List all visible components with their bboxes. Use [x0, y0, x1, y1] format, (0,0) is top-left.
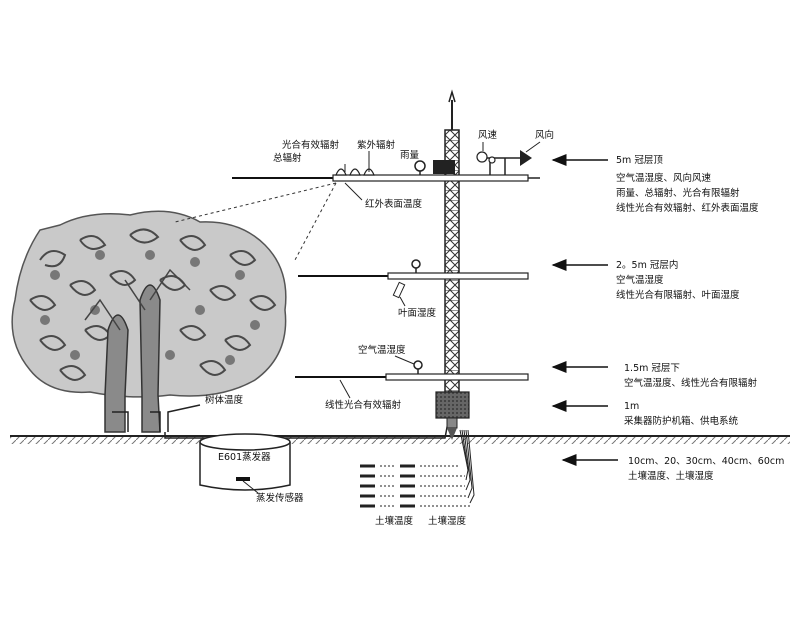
soil-level-description: 10cm、20、30cm、40cm、60cm 土壤温度、土壤湿度 [628, 456, 784, 482]
soil-level-line: 土壤温度、土壤湿度 [628, 470, 714, 482]
level-2-5m-line: 线性光合有限辐射、叶面湿度 [616, 289, 740, 301]
leaf-wetness-label: 叶面湿度 [398, 307, 437, 319]
trunk-temp-label: 树体温度 [205, 394, 244, 406]
level-2-5m-title: 2。5m 冠层内 [616, 259, 678, 271]
ir-surface-label: 红外表面温度 [365, 198, 423, 210]
level-5m-line: 空气温湿度、风向风速 [616, 172, 712, 184]
evap-sensor-label: 蒸发传感器 [256, 492, 304, 504]
level-1-5m-title: 1.5m 冠层下 [624, 363, 680, 374]
evaporator-label: E601蒸发器 [218, 451, 271, 463]
evaporator-pan [199, 433, 291, 491]
level-5m-description: 5m 冠层顶 空气温湿度、风向风速 雨量、总辐射、光合有限辐射 线性光合有效辐射… [616, 155, 759, 214]
level-1-5m-line: 空气温湿度、线性光合有限辐射 [624, 377, 758, 389]
level-1m-title: 1m [624, 401, 639, 412]
crossarm-1-5m [295, 360, 529, 381]
soil-sensor-cables [459, 429, 475, 504]
soil-level-title: 10cm、20、30cm、40cm、60cm [628, 456, 784, 467]
ground-line [10, 435, 790, 444]
wind-dir-label: 风向 [535, 129, 554, 141]
total-rad-label: 总辐射 [273, 152, 302, 164]
crossarm-2-5m [298, 259, 529, 299]
soil-probes [360, 464, 470, 508]
level-1m-description: 1m 采集器防护机箱、供电系统 [624, 401, 739, 427]
level-1-5m-description: 1.5m 冠层下 空气温湿度、线性光合有限辐射 [624, 363, 758, 389]
level-2-5m-line: 空气温湿度 [616, 274, 664, 286]
ground-cable [164, 421, 449, 439]
level-5m-line: 雨量、总辐射、光合有限辐射 [616, 187, 740, 199]
level-2-5m-description: 2。5m 冠层内 空气温湿度 线性光合有限辐射、叶面湿度 [616, 259, 740, 301]
level-arrows [551, 154, 618, 466]
lattice-tower [435, 89, 470, 440]
par-top-label: 光合有效辐射 [282, 139, 340, 151]
level-1m-line: 采集器防护机箱、供电系统 [624, 415, 739, 427]
linear-par-label: 线性光合有效辐射 [325, 399, 402, 411]
trunk-temp-sensors [112, 404, 201, 432]
logger-enclosure [435, 391, 470, 419]
level-5m-line: 线性光合有效辐射、红外表面温度 [616, 202, 759, 214]
ir-view-lines [174, 182, 337, 261]
rain-label: 雨量 [400, 150, 420, 161]
soil-moist-label: 土壤湿度 [428, 515, 467, 527]
level-5m-title: 5m 冠层顶 [616, 155, 663, 166]
tree-illustration [11, 210, 287, 433]
soil-temp-label: 土壤温度 [375, 515, 414, 527]
wind-speed-label: 风速 [478, 130, 498, 141]
uv-rad-label: 紫外辐射 [357, 139, 396, 151]
air-temp-hum-label: 空气温湿度 [358, 344, 406, 356]
